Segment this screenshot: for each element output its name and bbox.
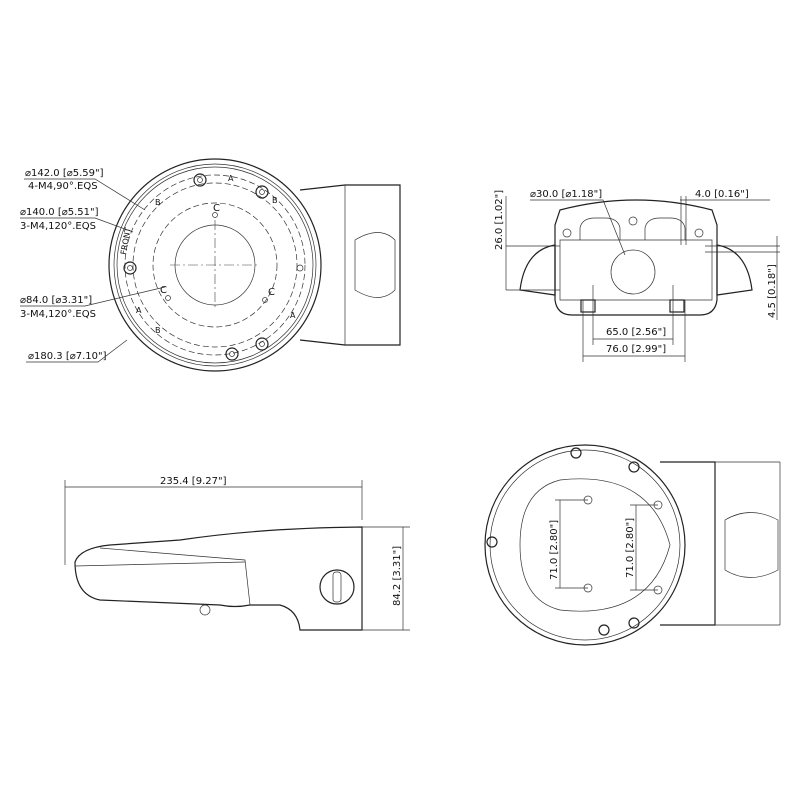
- dim-26-label: 26.0 [1.02"]: [494, 190, 505, 250]
- mark-a: A: [136, 306, 142, 315]
- holes-142-label: 4-M4,90°.EQS: [28, 181, 98, 192]
- dim-71-left-label: 71.0 [2.80"]: [549, 520, 560, 580]
- bottom-circle: [484, 444, 686, 646]
- front-view: ⌀30.0 [⌀1.18"] 4.0 [0.16"] 26.0 [1.02"] …: [494, 189, 780, 362]
- mark-a: A: [290, 311, 296, 320]
- outer-circle: [108, 158, 322, 372]
- dim-180-label: ⌀180.3 [⌀7.10"]: [28, 351, 107, 362]
- mark-b: B: [272, 196, 278, 205]
- arm-slot: [354, 232, 396, 298]
- mark-b: B: [155, 326, 161, 335]
- holes-84-label: 3-M4,120°.EQS: [20, 309, 96, 320]
- mark-c: C: [160, 285, 167, 296]
- screw-holes: [123, 173, 304, 361]
- mark-c: C: [213, 203, 220, 214]
- mark-b: B: [155, 198, 161, 207]
- dim-140-label: ⌀140.0 [⌀5.51"]: [20, 207, 99, 218]
- side-outline: [74, 526, 363, 631]
- side-cap: [319, 569, 355, 605]
- dim-84-2-label: 84.2 [3.31"]: [392, 546, 403, 606]
- holes-140-label: 3-M4,120°.EQS: [20, 221, 96, 232]
- dim-30-label: ⌀30.0 [⌀1.18"]: [530, 189, 602, 200]
- dim-235-label: 235.4 [9.27"]: [160, 476, 227, 487]
- top-view: C C C A A A B B B FRONT ⌀142.0 [⌀5.59"] …: [20, 158, 401, 372]
- mark-a: A: [228, 174, 234, 183]
- dim-4-label: 4.0 [0.16"]: [695, 189, 749, 200]
- side-view: 235.4 [9.27"] 84.2 [3.31"]: [64, 476, 410, 631]
- bracket-outline: [554, 199, 718, 316]
- dim-142-label: ⌀142.0 [⌀5.59"]: [25, 168, 104, 179]
- dim-71-right-label: 71.0 [2.80"]: [625, 518, 636, 578]
- arm-outline: [299, 184, 401, 346]
- dim-65-label: 65.0 [2.56"]: [606, 327, 666, 338]
- bottom-view: 71.0 [2.80"] 71.0 [2.80"]: [484, 444, 781, 646]
- dim-76-label: 76.0 [2.99"]: [606, 344, 666, 355]
- mark-c: C: [268, 287, 275, 298]
- dim-4-5-label: 4.5 [0.18"]: [767, 264, 778, 318]
- arm-bottom: [660, 461, 716, 626]
- dim-84-label: ⌀84.0 [⌀3.31"]: [20, 295, 92, 306]
